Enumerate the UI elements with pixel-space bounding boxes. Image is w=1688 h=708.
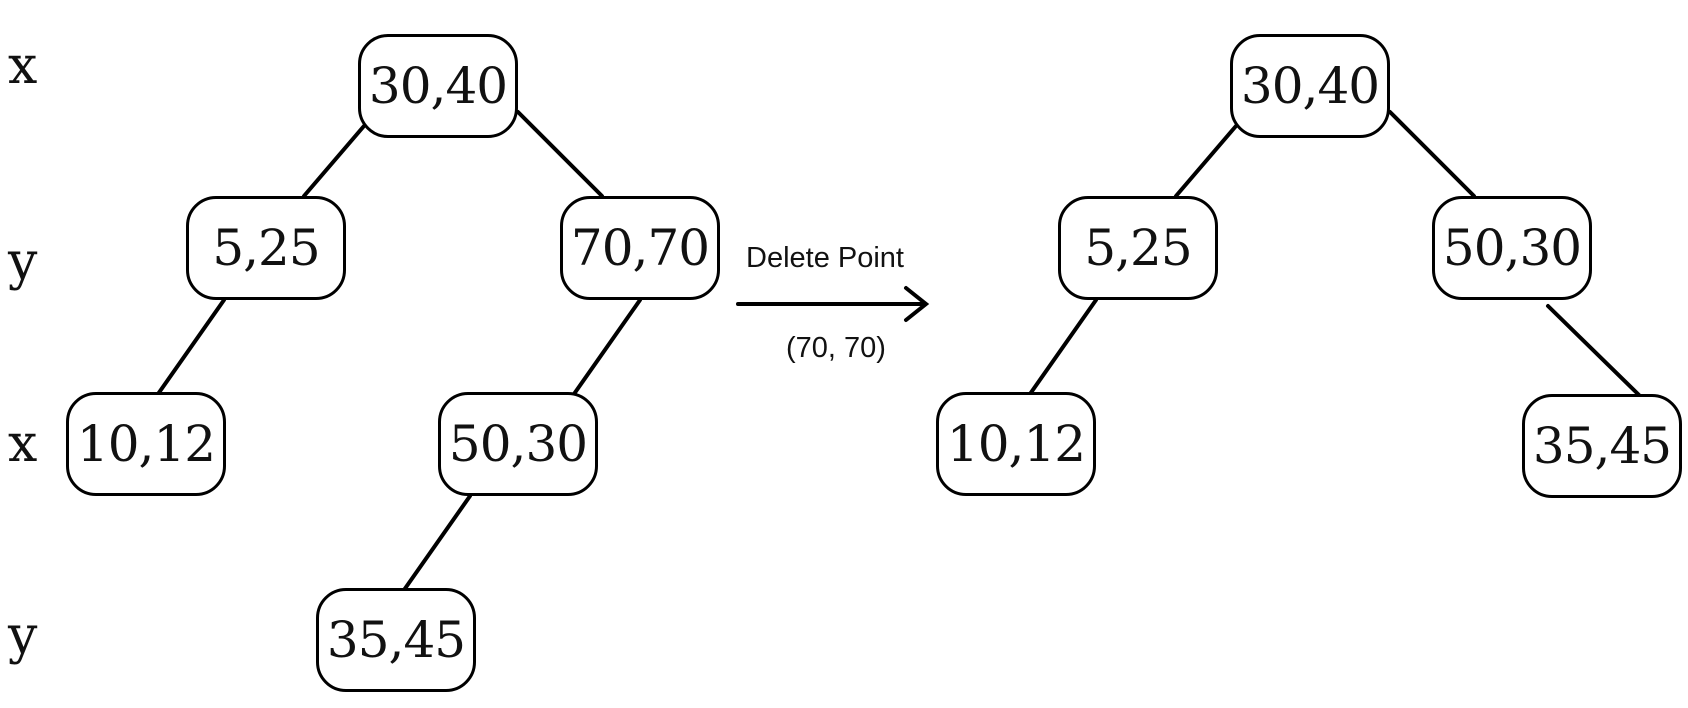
edge-before-5030-leftchild bbox=[402, 494, 472, 592]
delete-arrow-head bbox=[904, 286, 930, 322]
edge-before-left-leftchild bbox=[156, 298, 226, 396]
after-node-root: 30,40 bbox=[1230, 34, 1390, 138]
before-node-right-left-left: 35,45 bbox=[316, 588, 476, 692]
before-node-right-left: 50,30 bbox=[438, 392, 598, 496]
operation-point: (70, 70) bbox=[786, 332, 886, 364]
level-label-depth-2: x bbox=[8, 414, 38, 474]
edge-after-right-rightchild bbox=[1546, 304, 1642, 398]
before-node-left-left: 10,12 bbox=[66, 392, 226, 496]
after-node-left-left: 10,12 bbox=[936, 392, 1096, 496]
level-label-depth-1: y bbox=[8, 232, 38, 292]
after-node-root-right: 50,30 bbox=[1432, 196, 1592, 300]
after-node-root-left: 5,25 bbox=[1058, 196, 1218, 300]
level-label-depth-3: y bbox=[8, 606, 38, 666]
edge-before-root-right bbox=[516, 110, 604, 198]
operation-label: Delete Point bbox=[746, 242, 904, 274]
edge-after-root-left bbox=[1174, 124, 1238, 198]
level-label-depth-0: x bbox=[8, 36, 38, 96]
edge-before-root-left bbox=[302, 124, 366, 198]
edge-after-root-right bbox=[1388, 110, 1476, 198]
before-node-root-right: 70,70 bbox=[560, 196, 720, 300]
before-node-root: 30,40 bbox=[358, 34, 518, 138]
after-node-right-right: 35,45 bbox=[1522, 394, 1682, 498]
before-node-root-left: 5,25 bbox=[186, 196, 346, 300]
edge-after-left-leftchild bbox=[1028, 298, 1098, 396]
edge-before-right-leftchild bbox=[572, 298, 642, 396]
